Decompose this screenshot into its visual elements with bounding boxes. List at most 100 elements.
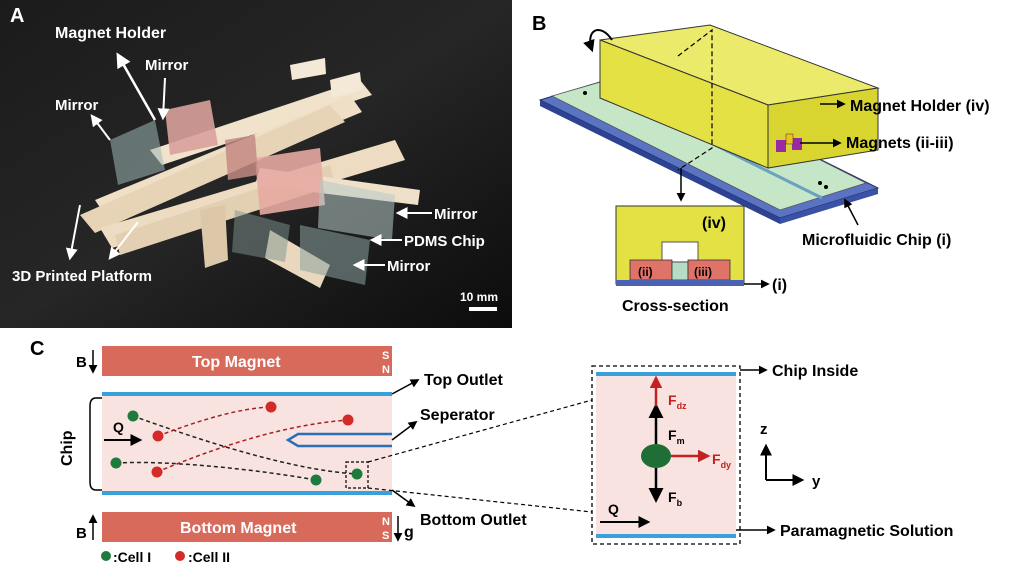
cell-ii xyxy=(151,466,163,478)
trajectory-cell1-b xyxy=(115,461,317,481)
arrow-platform-1 xyxy=(65,204,81,261)
cell-i xyxy=(351,468,363,480)
legend-cell-i-marker xyxy=(101,551,111,561)
axis-y-label: y xyxy=(812,473,821,490)
label-fb-sub: b xyxy=(677,498,683,508)
label-fdy: Fdy xyxy=(712,451,731,470)
label-top-outlet: Top Outlet xyxy=(424,372,503,389)
arrow-platform-2 xyxy=(108,221,139,260)
b-top-label: B xyxy=(76,354,87,371)
chip-port-1 xyxy=(583,91,587,95)
label-mirror-top: Mirror xyxy=(145,57,189,74)
top-magnet xyxy=(102,346,392,376)
magnet-purple-2 xyxy=(792,138,802,150)
label-separator: Seperator xyxy=(420,407,495,424)
label-fb: Fb xyxy=(668,489,683,508)
magnet-blocks xyxy=(165,100,325,215)
zoom-inset: Fdz Fm Fdy Fb Q Chip Inside Paramagnetic… xyxy=(591,363,953,545)
panel-label-a: A xyxy=(10,5,24,27)
trajectory-cell2-b xyxy=(156,419,349,473)
cell-ii xyxy=(342,414,354,426)
panel-c: C Top Magnet S N B Chip Q B xyxy=(30,338,593,565)
label-fdz-main: F xyxy=(668,392,677,408)
separator xyxy=(285,432,392,448)
pole-s-bottom: S xyxy=(382,530,389,542)
label-fm-sub: m xyxy=(677,436,685,446)
legend-cell-ii-marker xyxy=(175,551,185,561)
channel xyxy=(102,394,392,494)
arrow-bottom-outlet xyxy=(391,489,416,508)
trajectory-cell1-a xyxy=(132,415,358,475)
label-fdy-sub: dy xyxy=(721,460,732,470)
g-label: g xyxy=(404,524,414,541)
label-magnet-holder-b: Magnet Holder (iv) xyxy=(850,98,990,115)
panel-label-c: C xyxy=(30,338,44,360)
b-bottom-label: B xyxy=(76,525,87,542)
label-fdz: Fdz xyxy=(668,392,687,411)
q-label: Q xyxy=(113,419,124,435)
inset-channel xyxy=(671,261,689,281)
chip-bracket xyxy=(89,397,102,491)
chip-port-3 xyxy=(824,185,828,189)
label-mirror-right-top: Mirror xyxy=(434,206,478,223)
cell-i xyxy=(127,410,139,422)
pole-s-top: S xyxy=(382,350,389,362)
panel-b: B Magnet Holder (iv) Magnets (ii-iii) Mi… xyxy=(532,13,990,315)
chip-label: Chip xyxy=(59,430,76,466)
scale-bar xyxy=(469,307,497,311)
arrow-top-outlet xyxy=(391,379,420,395)
label-magnet-holder: Magnet Holder xyxy=(55,25,166,42)
label-microfluidic-chip: Microfluidic Chip (i) xyxy=(802,232,951,249)
chip-port-2 xyxy=(818,181,822,185)
panel-a: A Magnet Holder Mirror Mirror Mirror PDM… xyxy=(0,0,512,328)
label-chip-inside: Chip Inside xyxy=(772,363,858,380)
mirrors xyxy=(110,120,395,285)
axis-z-label: z xyxy=(760,421,768,438)
trajectory-cell2-a xyxy=(157,406,272,437)
label-cross-section: Cross-section xyxy=(622,298,729,315)
label-magnets: Magnets (ii-iii) xyxy=(846,135,954,152)
cell-ii xyxy=(265,401,277,413)
cell-i xyxy=(310,474,322,486)
scale-bar-label: 10 mm xyxy=(460,290,498,304)
arrow-mirror-top xyxy=(157,77,170,121)
magnet-yellow xyxy=(785,133,794,145)
zoom-q-label: Q xyxy=(608,501,619,517)
inset-label-i: (i) xyxy=(772,277,787,294)
inset-gap xyxy=(661,241,699,263)
label-mirror-left: Mirror xyxy=(55,97,99,114)
cell-ii xyxy=(152,430,164,442)
arrow-separator xyxy=(391,420,418,441)
zoom-source-box xyxy=(345,461,369,489)
bottom-magnet-label: Bottom Magnet xyxy=(180,520,297,537)
rotation-arrow xyxy=(583,29,613,53)
bottom-magnet xyxy=(102,512,392,542)
label-pdms-chip: PDMS Chip xyxy=(404,233,485,250)
cross-section-inset: (iv) (ii) (iii) (i) Cross-section xyxy=(615,205,787,315)
inset-label-ii: (ii) xyxy=(638,265,653,279)
arrow-mirror-left xyxy=(90,114,111,141)
zoom-connector-bottom xyxy=(367,487,593,513)
arrow-chip-b xyxy=(844,198,859,226)
pole-n-bottom: N xyxy=(382,516,390,528)
legend-cell-ii: :Cell II xyxy=(188,549,230,565)
label-fdy-main: F xyxy=(712,451,721,467)
legend-cell-i: :Cell I xyxy=(113,549,151,565)
inset-chip-base xyxy=(616,280,744,286)
zoom-cell xyxy=(641,444,671,468)
arrow-magnet-holder xyxy=(116,52,157,121)
label-mirror-right-bottom: Mirror xyxy=(387,258,431,275)
zoom-connector-top xyxy=(367,399,593,463)
chip-base-side xyxy=(540,100,780,224)
magnet-purple-1 xyxy=(776,140,786,152)
pole-n-top: N xyxy=(382,364,390,376)
label-fb-main: F xyxy=(668,489,677,505)
inset-label-iv: (iv) xyxy=(702,215,726,232)
label-fm: Fm xyxy=(668,427,685,446)
inset-label-iii: (iii) xyxy=(694,265,712,279)
label-fm-main: F xyxy=(668,427,677,443)
chip-base-end xyxy=(780,188,878,224)
panel-label-b: B xyxy=(532,13,546,35)
